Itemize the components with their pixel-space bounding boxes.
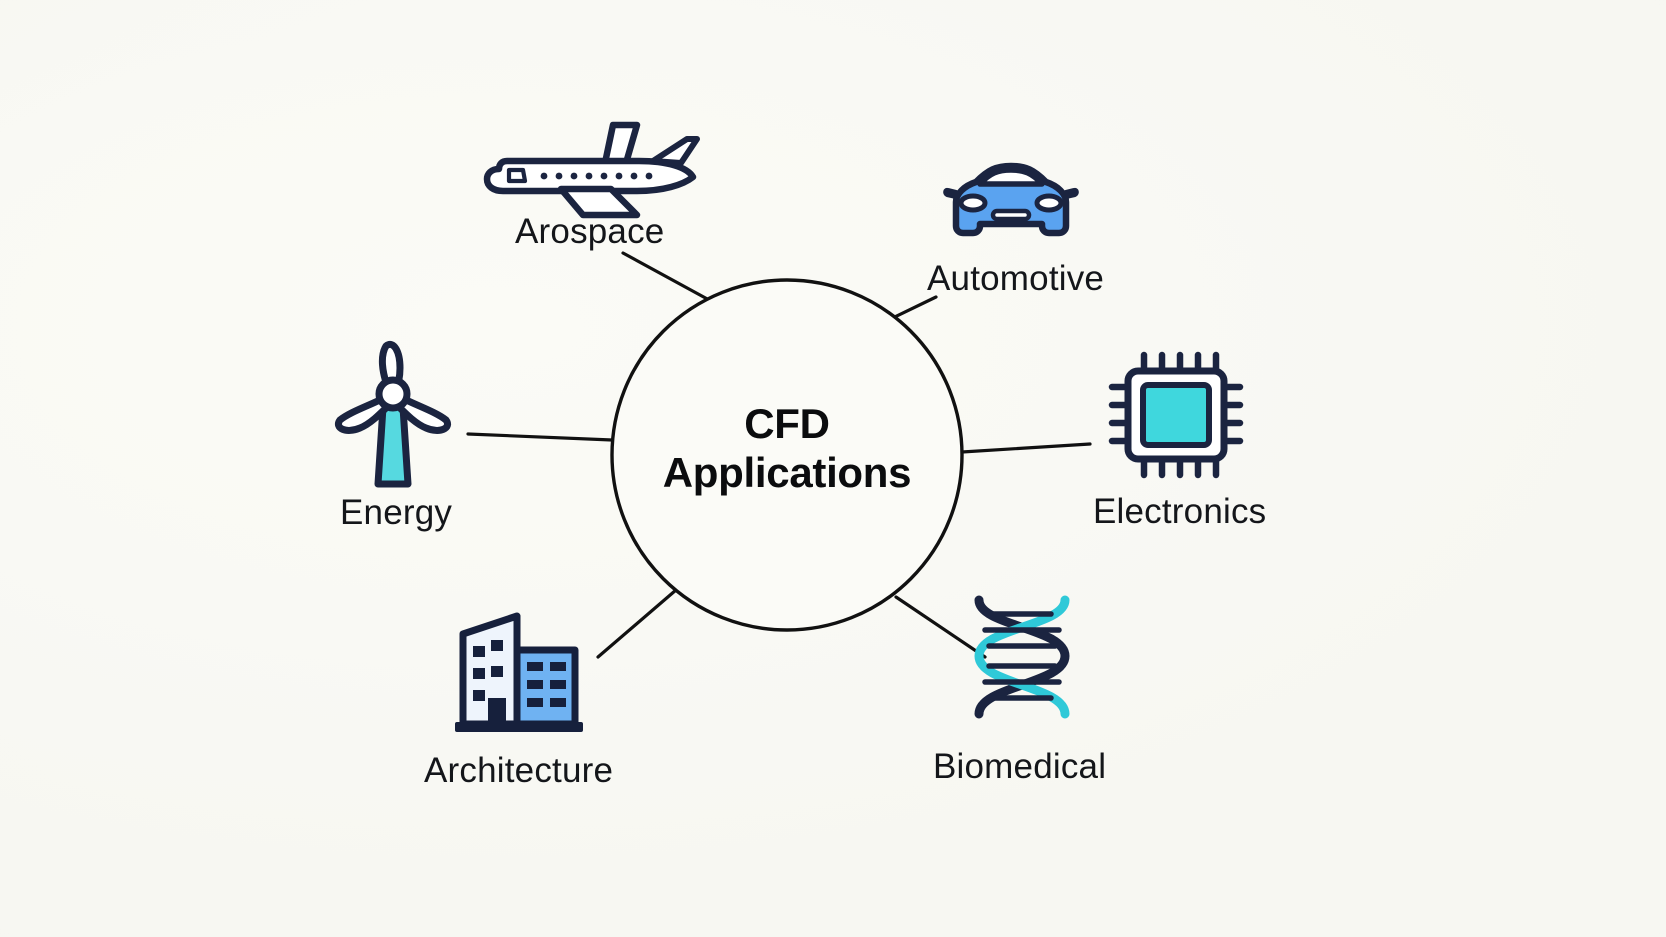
connector-electronics	[960, 442, 1092, 454]
node-label-architecture[interactable]: Architecture	[424, 751, 614, 790]
wind-turbine-icon	[335, 341, 451, 488]
hub-title: CFD Applications	[587, 400, 987, 497]
node-label-energy[interactable]: Energy	[340, 493, 453, 532]
node-label-electronics[interactable]: Electronics	[1093, 492, 1267, 531]
connector-aerospace	[621, 251, 724, 309]
node-label-aerospace[interactable]: Arospace	[515, 212, 665, 251]
hub-circle	[610, 278, 964, 632]
hub-title-line2: Applications	[662, 448, 912, 496]
airplane-icon	[483, 121, 700, 219]
connector-architecture	[596, 588, 678, 659]
microchip-icon	[1108, 351, 1244, 479]
car-icon	[943, 162, 1079, 237]
node-label-automotive[interactable]: Automotive	[927, 259, 1105, 298]
node-label-biomedical[interactable]: Biomedical	[933, 747, 1107, 786]
dna-icon	[974, 595, 1070, 719]
hub-title-line1: CFD	[744, 400, 830, 447]
connector-energy	[466, 432, 614, 442]
buildings-icon	[455, 612, 583, 732]
connector-biomedical	[894, 595, 987, 659]
